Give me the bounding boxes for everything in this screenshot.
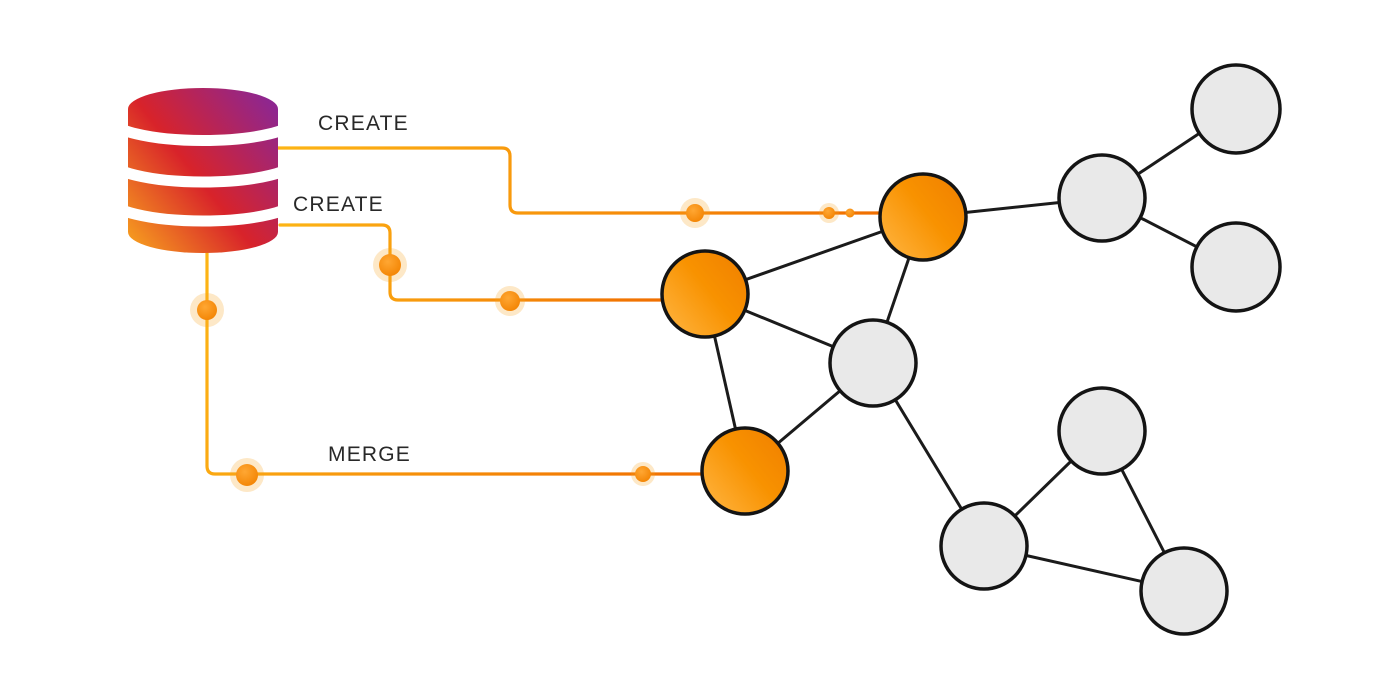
flow-dot bbox=[635, 466, 651, 482]
db-gap-stripe bbox=[102, 116, 304, 146]
flow-dot bbox=[500, 291, 520, 311]
flow-label-merge: MERGE bbox=[328, 443, 412, 466]
graph-node-orange bbox=[660, 249, 750, 339]
graph-node-gray bbox=[939, 501, 1029, 591]
flow-dot bbox=[236, 464, 258, 486]
db-gap-stripe bbox=[102, 197, 304, 227]
graph-node-gray bbox=[1190, 63, 1282, 155]
db-gap-stripe bbox=[102, 158, 304, 188]
database-icon bbox=[102, 88, 304, 253]
flow-dot bbox=[845, 208, 855, 218]
graph-node-orange bbox=[878, 172, 968, 262]
flow-line-create-top bbox=[276, 146, 886, 215]
flow-line-create-mid bbox=[278, 223, 666, 302]
graph-node-gray bbox=[1190, 221, 1282, 313]
graph-node-gray bbox=[1057, 386, 1147, 476]
graph-node-gray bbox=[828, 318, 918, 408]
flow-dot bbox=[379, 254, 401, 276]
graph-node-gray bbox=[1139, 546, 1229, 636]
flow-dot bbox=[197, 300, 217, 320]
flow-label-create-mid: CREATE bbox=[293, 193, 384, 216]
graph-node-orange bbox=[700, 426, 790, 516]
flow-dot bbox=[823, 207, 835, 219]
flow-dots bbox=[190, 198, 855, 492]
flow-dot bbox=[686, 204, 704, 222]
graph-nodes bbox=[660, 63, 1282, 636]
flow-line-merge bbox=[205, 248, 705, 476]
flow-label-create-top: CREATE bbox=[318, 112, 409, 135]
graph-node-gray bbox=[1057, 153, 1147, 243]
